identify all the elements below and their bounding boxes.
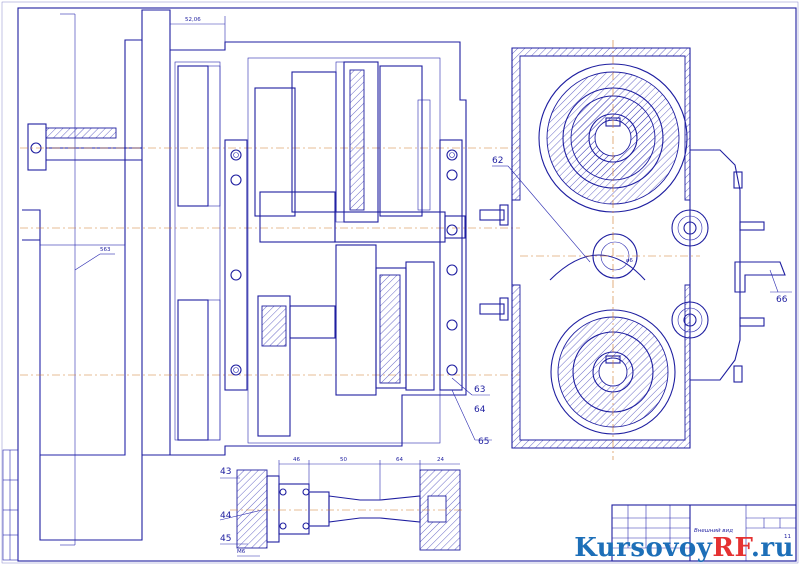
dim-46: 46 — [293, 457, 300, 463]
watermark-logo: KursovoyRF.ru — [574, 533, 794, 563]
callout-44: 44 — [220, 511, 232, 521]
callout-62: 62 — [492, 156, 503, 166]
sheet-number: 11 — [784, 534, 791, 540]
dimension-top: 52,06 — [170, 16, 226, 50]
callout-64: 64 — [474, 405, 486, 415]
watermark-part2: RF — [712, 533, 751, 563]
callout-65: 65 — [478, 437, 489, 447]
sheet-frame — [17, 7, 797, 562]
dimension-shaft: 563 ø6 — [74, 247, 633, 271]
watermark-part3: .ru — [750, 533, 794, 563]
dim-64: 64 — [396, 457, 403, 463]
title-block: Внешний вид 11 — [611, 504, 797, 562]
detail-section: 46 50 64 24 M6 — [230, 457, 465, 557]
dim-thread: M6 — [237, 549, 246, 555]
watermark-part1: Kursovoy — [574, 533, 713, 563]
callouts: 62 63 64 65 66 43 44 45 — [219, 156, 792, 545]
dim-24: 24 — [437, 457, 444, 463]
callout-45: 45 — [220, 534, 231, 544]
dim-50: 50 — [340, 457, 347, 463]
dim-top-label: 52,06 — [185, 17, 201, 23]
callout-66: 66 — [776, 295, 788, 305]
dim-shaft-length: 563 — [100, 247, 111, 253]
callout-63: 63 — [474, 385, 485, 395]
margin-stamp — [2, 449, 19, 561]
callout-43: 43 — [220, 467, 231, 477]
side-view-housing — [511, 40, 786, 460]
dim-small-dia: ø6 — [626, 258, 633, 264]
gearbox-body — [170, 41, 509, 456]
left-housing — [22, 9, 171, 546]
title-text: Внешний вид — [694, 528, 733, 534]
